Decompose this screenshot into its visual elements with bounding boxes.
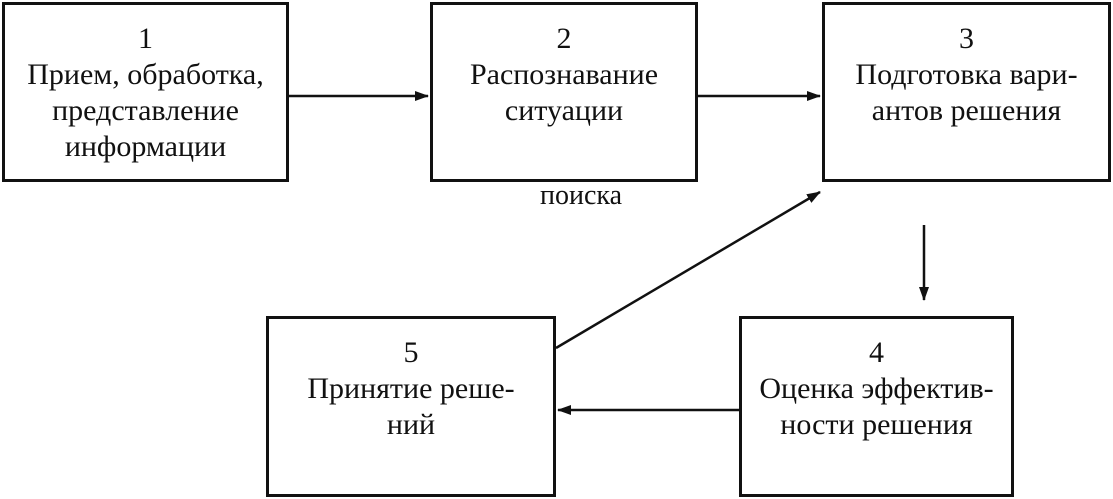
block-3-solution-preparation: 3 Подготовка вари- антов решения — [822, 2, 1111, 182]
block-5-number: 5 — [403, 336, 419, 369]
block-5-decision-making: 5 Принятие реше- ний — [266, 316, 556, 497]
search-label: поиска — [540, 180, 623, 211]
block-1-number: 1 — [138, 22, 153, 55]
block-4-number: 4 — [869, 336, 884, 369]
block-2-situation-recognition: 2 Распознавание ситуации — [430, 2, 698, 182]
block-2-number: 2 — [556, 22, 572, 55]
block-3-text-line-2: антов решения — [871, 94, 1062, 127]
block-1-text-line-1: Прием, обработка, — [27, 58, 264, 91]
block-5-text-line-2: ний — [386, 408, 436, 441]
arrow-5-to-3 — [555, 190, 821, 350]
block-1-information-processing: 1 Прием, обработка, представление информ… — [2, 2, 289, 182]
block-4-text-line-1: Оценка эффектив- — [759, 372, 994, 405]
block-3-number: 3 — [959, 22, 974, 55]
block-4-text-line-2: ности решения — [780, 408, 973, 441]
block-1-text-line-3: информации — [64, 130, 227, 163]
block-1-text-line-2: представление — [52, 94, 239, 127]
block-4-efficiency-evaluation: 4 Оценка эффектив- ности решения — [739, 316, 1014, 497]
block-2-text-line-1: Распознавание — [469, 58, 659, 91]
block-2-text-line-2: ситуации — [504, 94, 624, 127]
block-5-text-line-1: Принятие реше- — [307, 372, 515, 405]
block-3-text-line-1: Подготовка вари- — [855, 58, 1078, 91]
